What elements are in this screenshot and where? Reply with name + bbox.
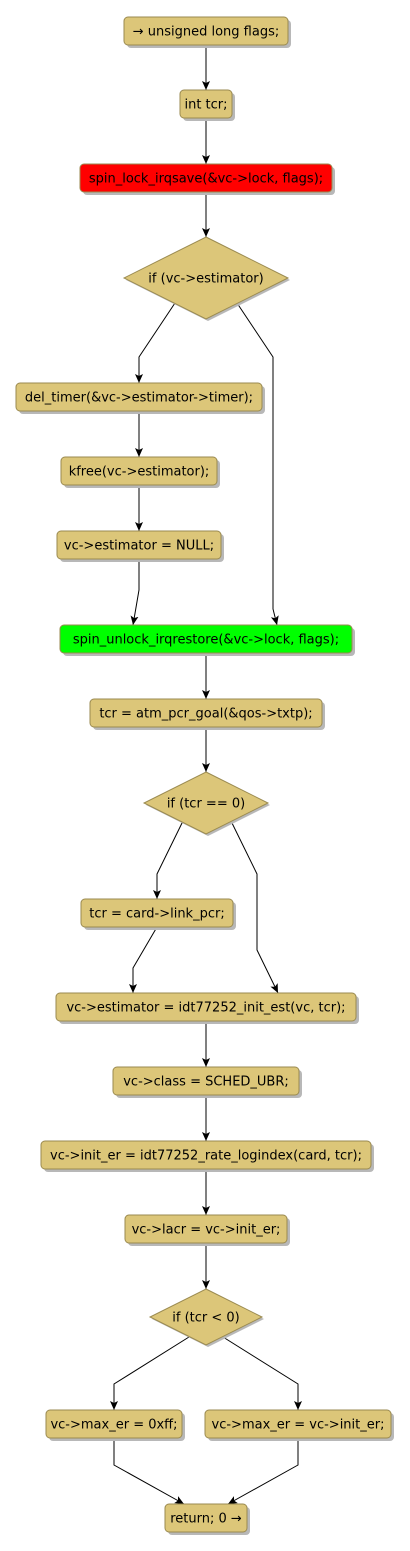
statement-node-n6: kfree(vc->estimator); — [60, 456, 220, 488]
decision-node-n16: if (tcr < 0) — [148, 1288, 264, 1347]
statement-node-n5: del_timer(&vc->estimator->timer); — [15, 382, 265, 414]
statement-box — [56, 530, 222, 560]
edge-n16-n18 — [222, 1336, 302, 1410]
statement-box — [179, 89, 233, 119]
statement-box — [89, 698, 323, 728]
statement-box — [123, 16, 289, 46]
node-label: return; 0 → — [170, 1512, 242, 1527]
decision-diamond — [142, 771, 270, 835]
node-label: vc->estimator = idt77252_init_est(vc, tc… — [66, 1001, 345, 1016]
statement-node-n1: → unsigned long flags; — [123, 16, 291, 48]
node-label: int tcr; — [184, 98, 227, 113]
statement-node-n15: vc->lacr = vc->init_er; — [124, 1214, 290, 1246]
decision-diamond — [148, 1288, 264, 1346]
statement-box — [204, 1409, 392, 1439]
node-label: vc->class = SCHED_UBR; — [123, 1075, 289, 1090]
statement-box — [15, 382, 263, 412]
statement-node-n18: vc->max_er = vc->init_er; — [204, 1409, 394, 1441]
node-label: vc->max_er = 0xff; — [50, 1418, 177, 1433]
edge-n11-n12 — [129, 926, 158, 993]
statement-node-n14: vc->init_er = idt77252_rate_logindex(car… — [40, 1140, 374, 1172]
statement-box — [124, 1214, 288, 1244]
edge-n7-n8 — [130, 559, 140, 626]
edge-n17-n19 — [113, 1438, 185, 1505]
edge-n16-n17 — [110, 1336, 190, 1410]
node-label: if (vc->estimator) — [148, 272, 263, 287]
node-label: kfree(vc->estimator); — [69, 465, 210, 480]
edge-n18-n19 — [227, 1438, 299, 1505]
statement-node-n11: tcr = card->link_pcr; — [80, 898, 236, 930]
node-label: spin_unlock_irqrestore(&vc->lock, flags)… — [73, 633, 339, 648]
statement-node-n9: tcr = atm_pcr_goal(&qos->txtp); — [89, 698, 325, 730]
node-label: vc->lacr = vc->init_er; — [132, 1223, 281, 1238]
node-label: vc->init_er = idt77252_rate_logindex(car… — [50, 1149, 362, 1164]
node-label: del_timer(&vc->estimator->timer); — [25, 391, 253, 406]
node-label: → unsigned long flags; — [133, 25, 280, 40]
edge-n4-n5 — [135, 302, 176, 383]
statement-node-n17: vc->max_er = 0xff; — [45, 1409, 185, 1441]
statement-node-n2: int tcr; — [179, 89, 235, 121]
statement-node-n8: spin_unlock_irqrestore(&vc->lock, flags)… — [59, 624, 355, 656]
node-label: if (tcr < 0) — [172, 1311, 239, 1326]
decision-diamond — [122, 236, 290, 320]
statement-box — [79, 163, 333, 193]
statement-node-n12: vc->estimator = idt77252_init_est(vc, tc… — [55, 992, 359, 1024]
node-label: vc->max_er = vc->init_er; — [212, 1418, 385, 1433]
node-label: tcr = card->link_pcr; — [89, 907, 224, 922]
decision-node-n10: if (tcr == 0) — [142, 771, 270, 836]
statement-node-n13: vc->class = SCHED_UBR; — [112, 1066, 302, 1098]
statement-box — [59, 624, 353, 654]
statement-box — [112, 1066, 300, 1096]
node-label: vc->estimator = NULL; — [64, 539, 214, 554]
edge-n10-n11 — [153, 820, 184, 899]
node-label: if (tcr == 0) — [167, 797, 245, 812]
edge-n4-n8 — [236, 302, 279, 626]
statement-node-n7: vc->estimator = NULL; — [56, 530, 224, 562]
edge-n10-n12 — [230, 820, 279, 994]
statement-box — [40, 1140, 372, 1170]
decision-node-n4: if (vc->estimator) — [122, 236, 290, 321]
statement-box — [80, 898, 234, 928]
statement-box — [164, 1503, 248, 1533]
node-label: tcr = atm_pcr_goal(&qos->txtp); — [99, 707, 312, 722]
statement-box — [60, 456, 218, 486]
node-label: spin_lock_irqsave(&vc->lock, flags); — [89, 172, 323, 187]
statement-node-n19: return; 0 → — [164, 1503, 250, 1535]
statement-box — [55, 992, 357, 1022]
statement-box — [45, 1409, 183, 1439]
statement-node-n3: spin_lock_irqsave(&vc->lock, flags); — [79, 163, 335, 195]
